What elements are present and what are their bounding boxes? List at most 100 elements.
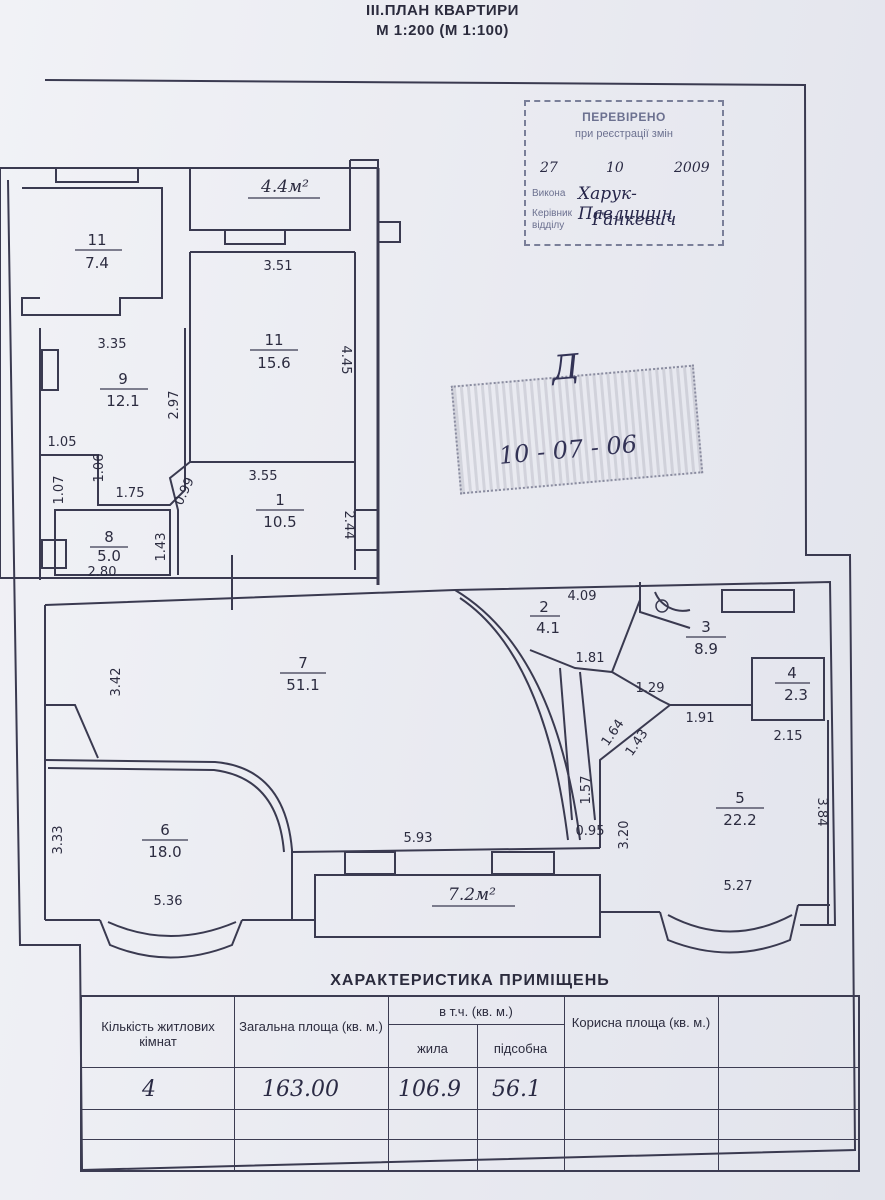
stamp-head-signature: Ганкевич	[592, 210, 677, 230]
dim-5-93: 5.93	[404, 831, 433, 846]
characteristics-table: Кількість житлових кімнат Загальна площа…	[80, 995, 860, 1172]
dim-3-33: 3.33	[51, 826, 66, 855]
window-7-b	[491, 851, 555, 875]
window-11	[224, 229, 286, 245]
lower-block-outline	[44, 580, 837, 926]
room-6-num: 6	[160, 821, 170, 839]
table-title: ХАРАКТЕРИСТИКА ПРИМІЩЕНЬ	[330, 972, 610, 989]
dim-2-15: 2.15	[774, 729, 803, 744]
room-1-area: 10.5	[263, 513, 296, 531]
wall-6-left-niche	[45, 704, 99, 759]
room-8-num: 8	[104, 528, 114, 546]
fixture-sink	[41, 349, 59, 391]
dim-0-99: 0.99	[172, 475, 198, 508]
dim-1-91: 1.91	[686, 711, 715, 726]
wall-5-left	[599, 704, 671, 848]
window-10	[55, 167, 139, 183]
dim-0-95: 0.95	[576, 824, 605, 839]
bay-window-5-in	[667, 914, 793, 933]
room-11-num: 11	[264, 331, 283, 349]
plan-frame	[7, 79, 857, 1172]
col-header-incl: в т.ч. (кв. м.)	[439, 1004, 513, 1019]
wall-central-bottom	[291, 847, 601, 853]
col-header-rooms: Кількість житлових кімнат	[101, 1019, 215, 1049]
dim-1-81: 1.81	[576, 651, 605, 666]
window-7-a	[344, 851, 396, 875]
wall-6-top-inner	[47, 767, 285, 853]
dim-1-57: 1.57	[579, 776, 594, 805]
dim-3-42: 3.42	[109, 668, 124, 697]
bay-window-5	[659, 904, 799, 954]
room-5-num: 5	[735, 789, 745, 807]
room-8-outline	[54, 509, 171, 576]
col-header-aux: підсобна	[493, 1041, 548, 1056]
room-5-area: 22.2	[723, 811, 756, 829]
wall-corridor-a	[559, 667, 573, 821]
wall-2-outline	[529, 599, 641, 674]
fixture-toilet	[655, 599, 669, 613]
dim-3-20: 3.20	[617, 821, 632, 850]
room-2-area: 4.1	[536, 619, 560, 637]
room-4-outline	[751, 657, 825, 721]
wall-6-top	[44, 759, 293, 920]
col-header-total: Загальна площа (кв. м.)	[239, 1019, 383, 1034]
dim-1-75: 1.75	[116, 486, 145, 501]
wall-1-diag	[168, 461, 191, 575]
stamp-dept-label: відділу	[532, 220, 565, 231]
col-header-living: жила	[417, 1041, 448, 1056]
room-4-num: 4	[787, 664, 797, 682]
stamp-executor-label: Викона	[532, 188, 566, 199]
room-2-num: 2	[539, 598, 549, 616]
stamp-subtitle: при реєстрації змін	[575, 128, 673, 140]
room-7-area: 51.1	[286, 676, 319, 694]
room-3-area: 8.9	[694, 640, 718, 658]
dim-1-29: 1.29	[636, 681, 665, 696]
stamp-day: 27	[540, 160, 558, 176]
scale-label: М 1:200 (М 1:100)	[376, 22, 509, 39]
dim-3-55: 3.55	[249, 469, 278, 484]
dim-2-80: 2.80	[88, 565, 117, 580]
wall-corridor-b	[579, 671, 596, 821]
stamp-executor-signature: Харук-Павлишин	[578, 184, 673, 224]
col-header-useful: Корисна площа (кв. м.)	[571, 1015, 711, 1030]
dim-1-05: 1.05	[48, 435, 77, 450]
value-rooms: 4	[142, 1077, 156, 1102]
balcony-bottom-outline	[314, 874, 601, 938]
value-aux: 56.1	[492, 1077, 541, 1102]
bay-window-6	[99, 919, 243, 959]
dim-3-84: 3.84	[814, 798, 829, 827]
bay-window-6-in	[107, 921, 237, 937]
wall-2-3	[611, 671, 671, 706]
dim-3-51: 3.51	[264, 259, 293, 274]
date-stamp-date: 10 - 07 - 06	[497, 429, 639, 470]
wall-top-notch	[350, 159, 401, 243]
balcony-bottom-area: 7.2м²	[448, 885, 496, 905]
dim-1-43b: 1.43	[623, 727, 652, 759]
date-stamp: Д 10 - 07 - 06	[450, 347, 704, 495]
dim-4-45: 4.45	[338, 346, 353, 375]
dim-1-06: 1.06	[92, 454, 107, 483]
room-10-area: 7.4	[85, 254, 109, 272]
document-title: III.ПЛАН КВАРТИРИ	[366, 2, 519, 19]
fixture-bath	[721, 589, 795, 613]
room-7-num: 7	[298, 654, 308, 672]
room-8-area: 5.0	[97, 547, 121, 565]
fixture-basin	[41, 539, 67, 569]
balcony-top-area: 4.4м²	[260, 177, 309, 197]
dim-2-97: 2.97	[167, 391, 182, 420]
stamp-head-label: Керівник	[532, 208, 572, 219]
room-4-area: 2.3	[784, 686, 808, 704]
wall-3-top	[639, 582, 691, 629]
dim-4-09: 4.09	[568, 589, 597, 604]
wall-7-arc	[454, 589, 581, 841]
room-1-num: 1	[275, 491, 285, 509]
room-10-num: 11	[87, 231, 106, 249]
stamp-month: 10	[606, 160, 624, 176]
dim-1-07: 1.07	[52, 476, 67, 505]
dim-5-27: 5.27	[724, 879, 753, 894]
verification-stamp: ПЕРЕВІРЕНО при реєстрації змін 27 10 200…	[524, 100, 724, 246]
dim-5-36: 5.36	[154, 894, 183, 909]
stamp-year: 2009	[674, 160, 710, 176]
